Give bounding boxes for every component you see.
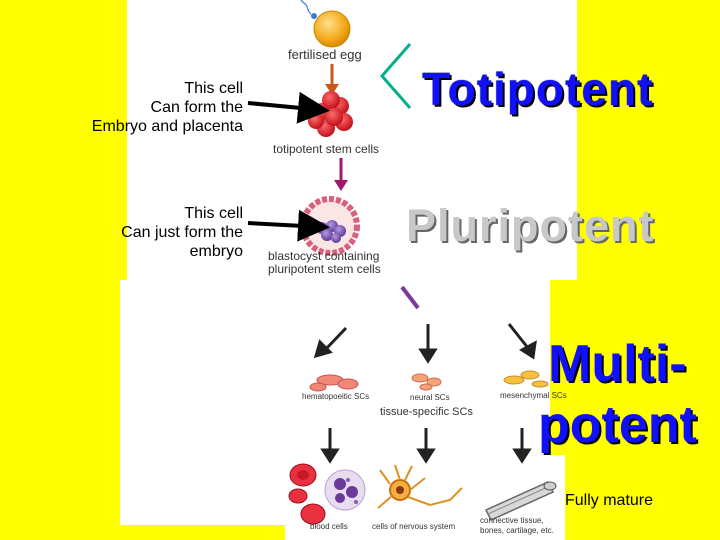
stage-arrow xyxy=(400,285,420,310)
note-line: This cell xyxy=(184,205,243,222)
neural-cells-icon xyxy=(411,373,442,391)
mesenchymal-label: mesenchymal SCs xyxy=(500,391,567,400)
totipotent-bracket xyxy=(380,43,412,109)
totipotent-note: This cell Can form the Embryo and placen… xyxy=(40,79,243,136)
totipotent-heading: Totipotent xyxy=(422,63,654,115)
nervous-cells-label: cells of nervous system xyxy=(372,522,456,531)
pluripotent-note: This cell Can just form the embryo xyxy=(40,204,243,261)
hematopoietic-cells-icon xyxy=(309,374,359,392)
fertilised-egg-label: fertilised egg xyxy=(288,47,362,62)
differentiation-arrows xyxy=(320,428,532,464)
pluripotent-heading: Pluripotent xyxy=(406,200,655,251)
fertilised-egg-icon xyxy=(313,10,351,48)
stage-arrow xyxy=(325,64,339,95)
blastocyst-label: blastocyst containing pluripotent stem c… xyxy=(268,250,381,276)
pointer-arrow xyxy=(247,209,330,242)
note-line: Can form the xyxy=(150,99,243,116)
fully-mature-label: Fully mature xyxy=(565,492,654,509)
multi-heading: Multi- xyxy=(548,335,687,393)
connective-label-line: connective tissue, xyxy=(480,516,544,525)
blood-cells-icon xyxy=(288,463,366,525)
connective-label: connective tissue, bones, cartilage, etc… xyxy=(480,516,554,536)
mesenchymal-cells-icon xyxy=(503,370,549,388)
totipotent-cells-label: totipotent stem cells xyxy=(273,142,380,156)
blastocyst-label-line: blastocyst containing xyxy=(268,249,380,263)
tissue-specific-label: tissue-specific SCs xyxy=(380,406,473,418)
sperm-icon xyxy=(300,0,317,19)
bone-icon xyxy=(484,481,557,521)
note-line: embryo xyxy=(189,243,243,260)
note-line: This cell xyxy=(184,80,243,97)
neural-label: neural SCs xyxy=(410,393,450,402)
pointer-arrow xyxy=(247,91,330,124)
stage-arrow xyxy=(334,158,348,191)
neuron-icon xyxy=(377,464,463,509)
blastocyst-label-line: pluripotent stem cells xyxy=(268,262,381,276)
connective-label-line: bones, cartilage, etc. xyxy=(480,526,554,535)
potent-heading: potent xyxy=(538,396,697,454)
hematopoietic-label: hematopoeitic SCs xyxy=(302,392,370,401)
note-line: Embryo and placenta xyxy=(91,118,243,135)
blood-cells-label: blood cells xyxy=(310,522,348,531)
totipotent-cells-icon xyxy=(308,91,353,137)
note-line: Can just form the xyxy=(121,224,243,241)
branch-arrows xyxy=(313,323,537,364)
